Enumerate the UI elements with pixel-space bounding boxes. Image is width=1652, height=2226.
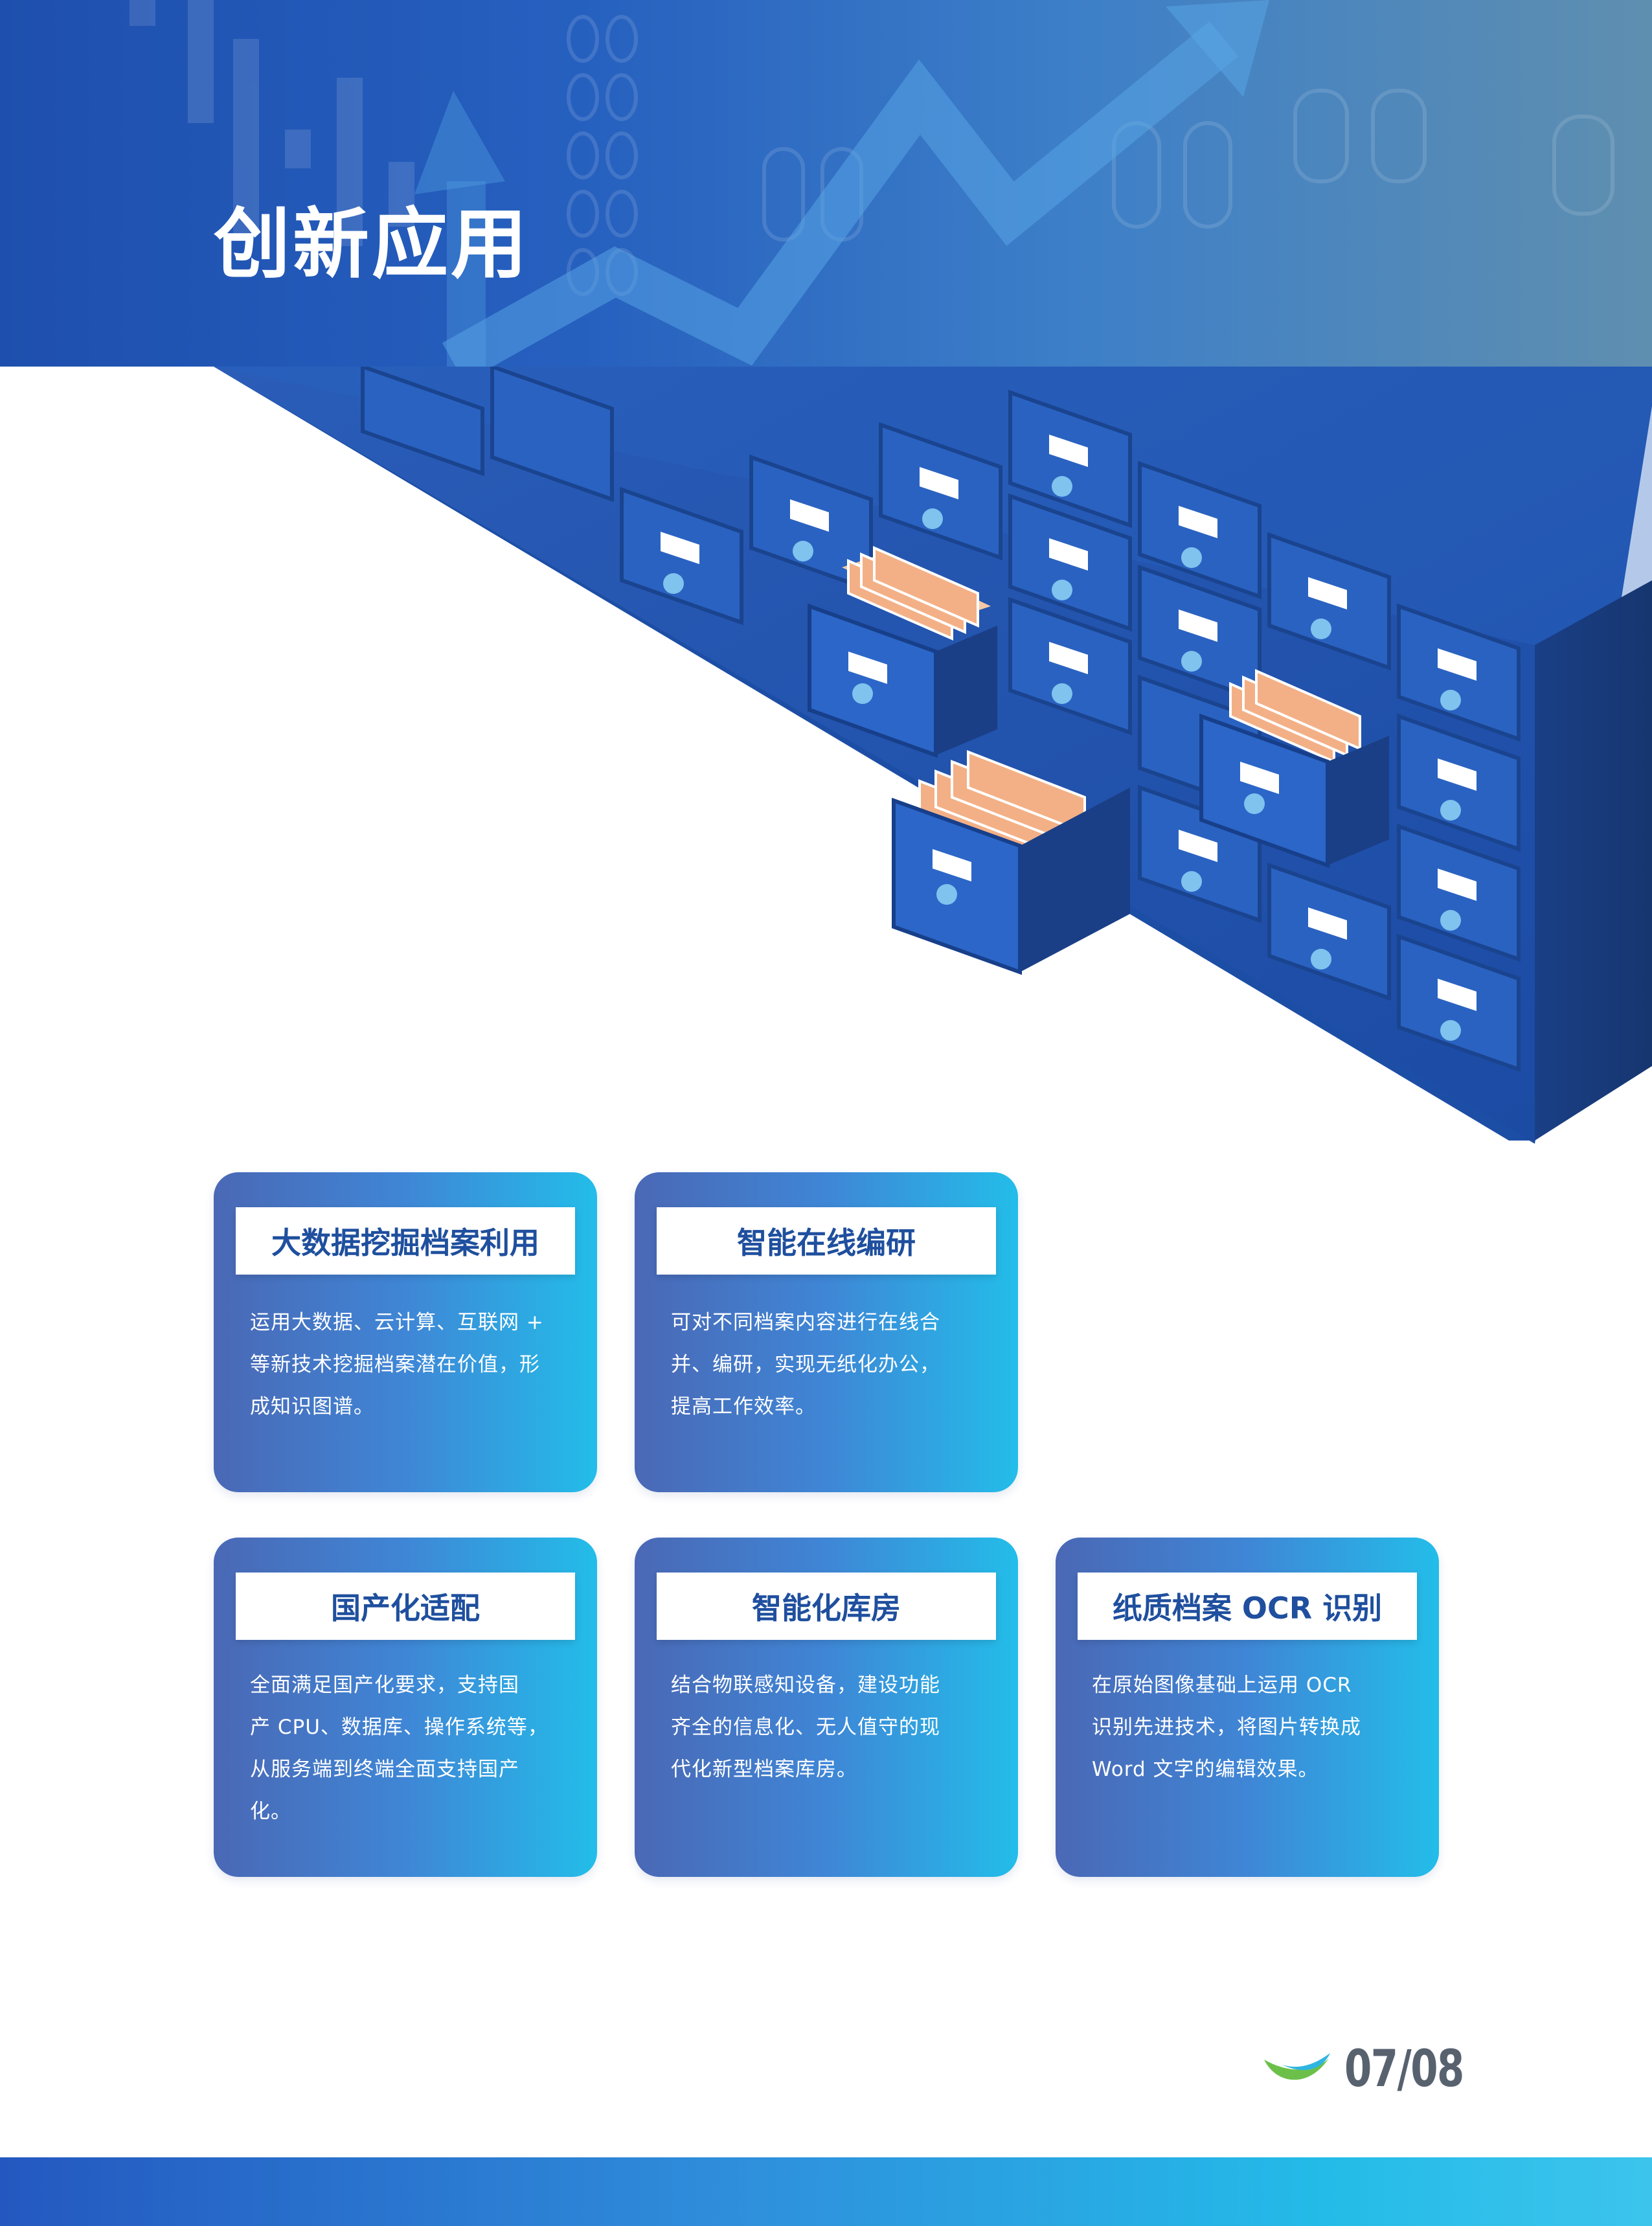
archive-cabinet-illustration xyxy=(0,363,1652,1144)
description-line: 识别先进技术，将图片转换成 xyxy=(1092,1716,1361,1739)
feature-card-localization: 国产化适配 全面满足国产化要求，支持国 产 CPU、数据库、操作系统等， 从服务… xyxy=(214,1538,597,1877)
header-banner: 创新应用 xyxy=(0,0,1652,367)
feature-card-title: 智能化库房 xyxy=(657,1573,996,1640)
feature-card-title: 智能在线编研 xyxy=(657,1207,996,1275)
feature-card-online-editing: 智能在线编研 可对不同档案内容进行在线合 并、编研，实现无纸化办公， 提高工作效… xyxy=(635,1172,1018,1492)
feature-card-title: 纸质档案 OCR 识别 xyxy=(1078,1573,1417,1640)
feature-card-description: 在原始图像基础上运用 OCR 识别先进技术，将图片转换成 Word 文字的编辑效… xyxy=(1092,1664,1407,1791)
feature-card-description: 运用大数据、云计算、互联网 + 等新技术挖掘档案潜在价值，形 成知识图谱。 xyxy=(250,1302,565,1428)
description-line: 结合物联感知设备，建设功能 xyxy=(671,1674,940,1697)
feature-card-description: 结合物联感知设备，建设功能 齐全的信息化、无人值守的现 代化新型档案库房。 xyxy=(671,1664,986,1791)
description-line: 齐全的信息化、无人值守的现 xyxy=(671,1716,940,1739)
feature-card-smart-warehouse: 智能化库房 结合物联感知设备，建设功能 齐全的信息化、无人值守的现 代化新型档案… xyxy=(635,1538,1018,1877)
description-line: 等新技术挖掘档案潜在价值，形 xyxy=(250,1353,540,1376)
description-line: 产 CPU、数据库、操作系统等， xyxy=(250,1716,549,1739)
open-drawer-3 xyxy=(892,750,1130,975)
bottom-bar xyxy=(0,2157,1652,2226)
filing-cabinet-graphic xyxy=(214,363,1652,1144)
description-line: 代化新型档案库房。 xyxy=(671,1758,857,1781)
description-line: 运用大数据、云计算、互联网 + xyxy=(250,1311,544,1334)
feature-card-description: 全面满足国产化要求，支持国 产 CPU、数据库、操作系统等， 从服务端到终端全面… xyxy=(250,1664,565,1833)
feature-card-title: 大数据挖掘档案利用 xyxy=(236,1207,575,1275)
feature-card-big-data: 大数据挖掘档案利用 运用大数据、云计算、互联网 + 等新技术挖掘档案潜在价值，形… xyxy=(214,1172,597,1492)
description-line: 并、编研，实现无纸化办公， xyxy=(671,1353,940,1376)
page-number: 07/08 xyxy=(1344,2040,1464,2098)
description-line: 提高工作效率。 xyxy=(671,1395,816,1418)
description-line: 全面满足国产化要求，支持国 xyxy=(250,1674,519,1697)
open-drawer-2 xyxy=(1199,668,1389,869)
feature-card-title: 国产化适配 xyxy=(236,1573,575,1640)
description-line: 在原始图像基础上运用 OCR xyxy=(1092,1674,1352,1697)
description-line: 成知识图谱。 xyxy=(250,1395,374,1418)
description-line: Word 文字的编辑效果。 xyxy=(1092,1758,1319,1781)
description-line: 可对不同档案内容进行在线合 xyxy=(671,1311,940,1334)
description-line: 从服务端到终端全面支持国产 xyxy=(250,1758,519,1781)
open-drawer-1 xyxy=(808,545,997,758)
feature-card-description: 可对不同档案内容进行在线合 并、编研，实现无纸化办公， 提高工作效率。 xyxy=(671,1302,986,1428)
leaf-logo-icon xyxy=(1264,2053,1330,2080)
finance-background-graphic xyxy=(130,0,1614,367)
description-line: 化。 xyxy=(250,1800,291,1823)
page-title: 创新应用 xyxy=(214,199,530,289)
feature-card-ocr: 纸质档案 OCR 识别 在原始图像基础上运用 OCR 识别先进技术，将图片转换成… xyxy=(1056,1538,1439,1877)
